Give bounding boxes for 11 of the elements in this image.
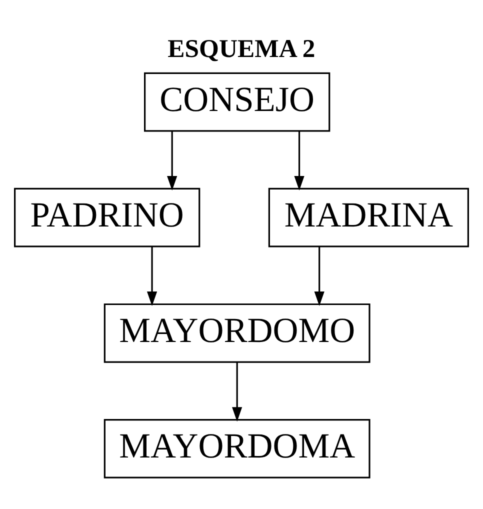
arrow xyxy=(232,362,242,422)
diagram-title: ESQUEMA 2 xyxy=(168,34,316,63)
arrow xyxy=(314,246,324,306)
node-box: MADRINA xyxy=(268,188,469,248)
node-box: MAYORDOMA xyxy=(104,419,370,478)
node-box: PADRINO xyxy=(14,188,200,248)
arrow xyxy=(146,246,158,306)
node-box: CONSEJO xyxy=(144,72,330,132)
arrow xyxy=(167,131,178,190)
arrow xyxy=(294,131,304,190)
node-box: MAYORDOMO xyxy=(104,303,370,363)
